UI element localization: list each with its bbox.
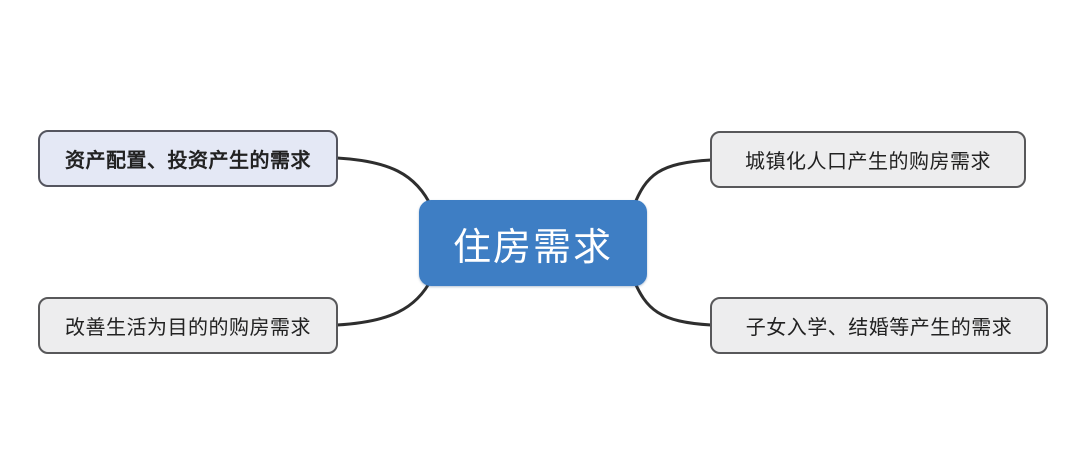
connector-top-left bbox=[335, 156, 434, 210]
branch-node-urbanization[interactable]: 城镇化人口产生的购房需求 bbox=[710, 131, 1026, 188]
connector-bottom-right bbox=[631, 276, 713, 327]
branch-label: 子女入学、结婚等产生的需求 bbox=[745, 317, 1013, 339]
branch-node-asset-investment[interactable]: 资产配置、投资产生的需求 bbox=[38, 130, 338, 187]
branch-label: 城镇化人口产生的购房需求 bbox=[745, 151, 991, 173]
connector-bottom-left bbox=[335, 276, 434, 327]
central-topic-label: 住房需求 bbox=[452, 226, 613, 269]
branch-node-family-events[interactable]: 子女入学、结婚等产生的需求 bbox=[710, 297, 1048, 354]
branch-label: 改善生活为目的的购房需求 bbox=[65, 317, 311, 339]
branch-label: 资产配置、投资产生的需求 bbox=[65, 150, 311, 172]
branch-node-life-improvement[interactable]: 改善生活为目的的购房需求 bbox=[38, 297, 338, 354]
central-topic-node[interactable]: 住房需求 bbox=[419, 200, 647, 286]
connector-top-right bbox=[631, 158, 713, 210]
